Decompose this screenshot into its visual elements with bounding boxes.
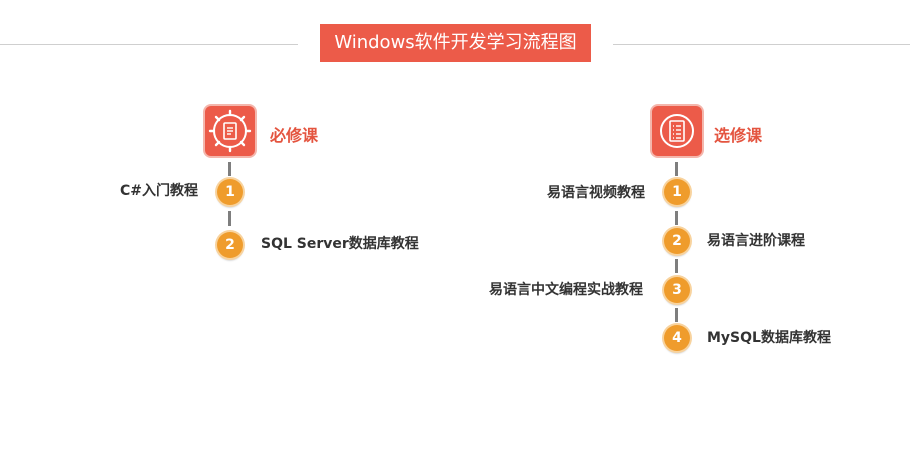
- step-badge-1: 1: [664, 179, 690, 205]
- course-item-sql-server[interactable]: SQL Server数据库教程: [261, 236, 419, 252]
- page-title: Windows软件开发学习流程图: [320, 24, 591, 62]
- connector-line: [228, 211, 231, 226]
- gear-document-icon: [205, 106, 255, 156]
- category-elective-label: 选修课: [714, 126, 763, 145]
- title-divider-left: [0, 44, 298, 45]
- connector-line: [675, 211, 678, 225]
- connector-line: [675, 162, 678, 176]
- course-item-csharp-intro[interactable]: C#入门教程: [119, 183, 198, 199]
- course-item-eyuyan-advanced[interactable]: 易语言进阶课程: [707, 233, 805, 249]
- title-divider-right: [613, 44, 910, 45]
- step-badge-2: 2: [217, 232, 243, 258]
- connector-line: [675, 308, 678, 322]
- connector-line: [675, 259, 678, 273]
- step-badge-1: 1: [217, 179, 243, 205]
- course-item-eyuyan-video[interactable]: 易语言视频教程: [547, 185, 645, 201]
- step-badge-3: 3: [664, 277, 690, 303]
- course-item-mysql[interactable]: MySQL数据库教程: [707, 330, 831, 346]
- connector-line: [228, 162, 231, 176]
- step-badge-4: 4: [664, 325, 690, 351]
- course-item-eyuyan-practice[interactable]: 易语言中文编程实战教程: [489, 282, 643, 298]
- list-document-icon: [652, 106, 702, 156]
- category-required-label: 必修课: [270, 126, 319, 145]
- step-badge-2: 2: [664, 228, 690, 254]
